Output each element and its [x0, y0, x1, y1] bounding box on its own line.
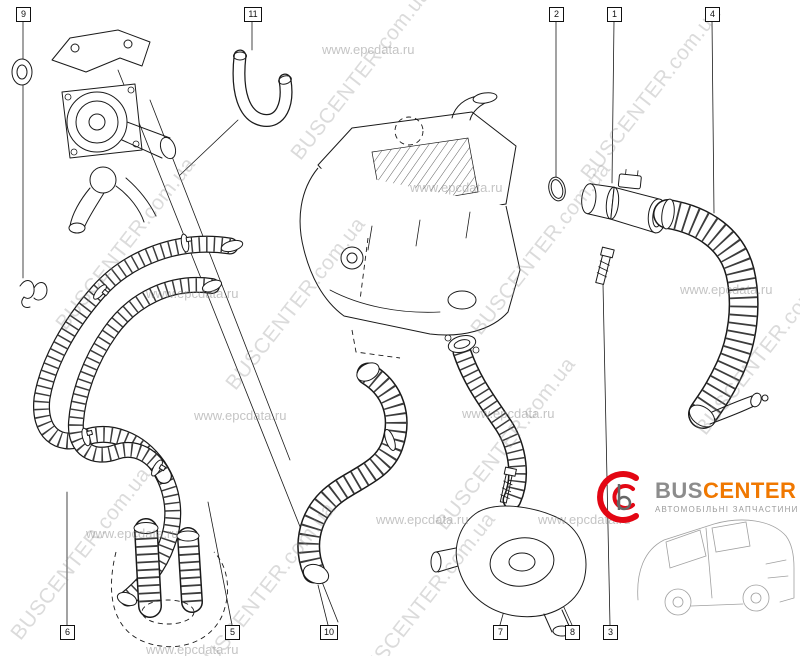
callout-8[interactable]: 8 — [565, 625, 580, 640]
clamp-ring-2-drawing — [548, 176, 566, 202]
throttle-assembly-drawing — [11, 29, 177, 234]
reservoir-pipes-drawing — [111, 518, 228, 647]
intake-hose-4-drawing — [653, 198, 769, 429]
buscenter-logo-text: BUSCENTER АВТОМОБІЛЬНІ ЗАПЧАСТИНИ — [655, 480, 799, 515]
callout-4[interactable]: 4 — [705, 7, 720, 22]
engine-assembly-drawing — [299, 92, 521, 359]
callout-7[interactable]: 7 — [493, 625, 508, 640]
brand-part-center: CENTER — [702, 478, 797, 503]
callout-5[interactable]: 5 — [225, 625, 240, 640]
buscenter-logo-icon — [597, 471, 639, 523]
callout-2[interactable]: 2 — [549, 7, 564, 22]
breather-hose-11-drawing — [232, 49, 293, 127]
callout-10[interactable]: 10 — [320, 625, 338, 640]
van-sketch — [637, 519, 795, 616]
callout-9[interactable]: 9 — [16, 7, 31, 22]
hose-assembly-5-6-drawing — [33, 233, 244, 607]
buscenter-logo: BUSCENTER АВТОМОБІЛЬНІ ЗАПЧАСТИНИ — [596, 468, 799, 526]
callout-11[interactable]: 11 — [244, 7, 262, 22]
brand-name: BUSCENTER — [655, 480, 799, 502]
clip-9-drawing — [19, 280, 48, 308]
air-hose-10-drawing — [297, 362, 408, 585]
intake-duct-7-drawing — [430, 334, 587, 637]
bolt-3-drawing — [595, 246, 615, 285]
callout-6[interactable]: 6 — [60, 625, 75, 640]
bolt-8-drawing — [499, 466, 517, 504]
brand-part-bus: BUS — [655, 478, 703, 503]
callout-1[interactable]: 1 — [607, 7, 622, 22]
callout-3[interactable]: 3 — [603, 625, 618, 640]
brand-subtitle: АВТОМОБІЛЬНІ ЗАПЧАСТИНИ — [655, 505, 799, 514]
